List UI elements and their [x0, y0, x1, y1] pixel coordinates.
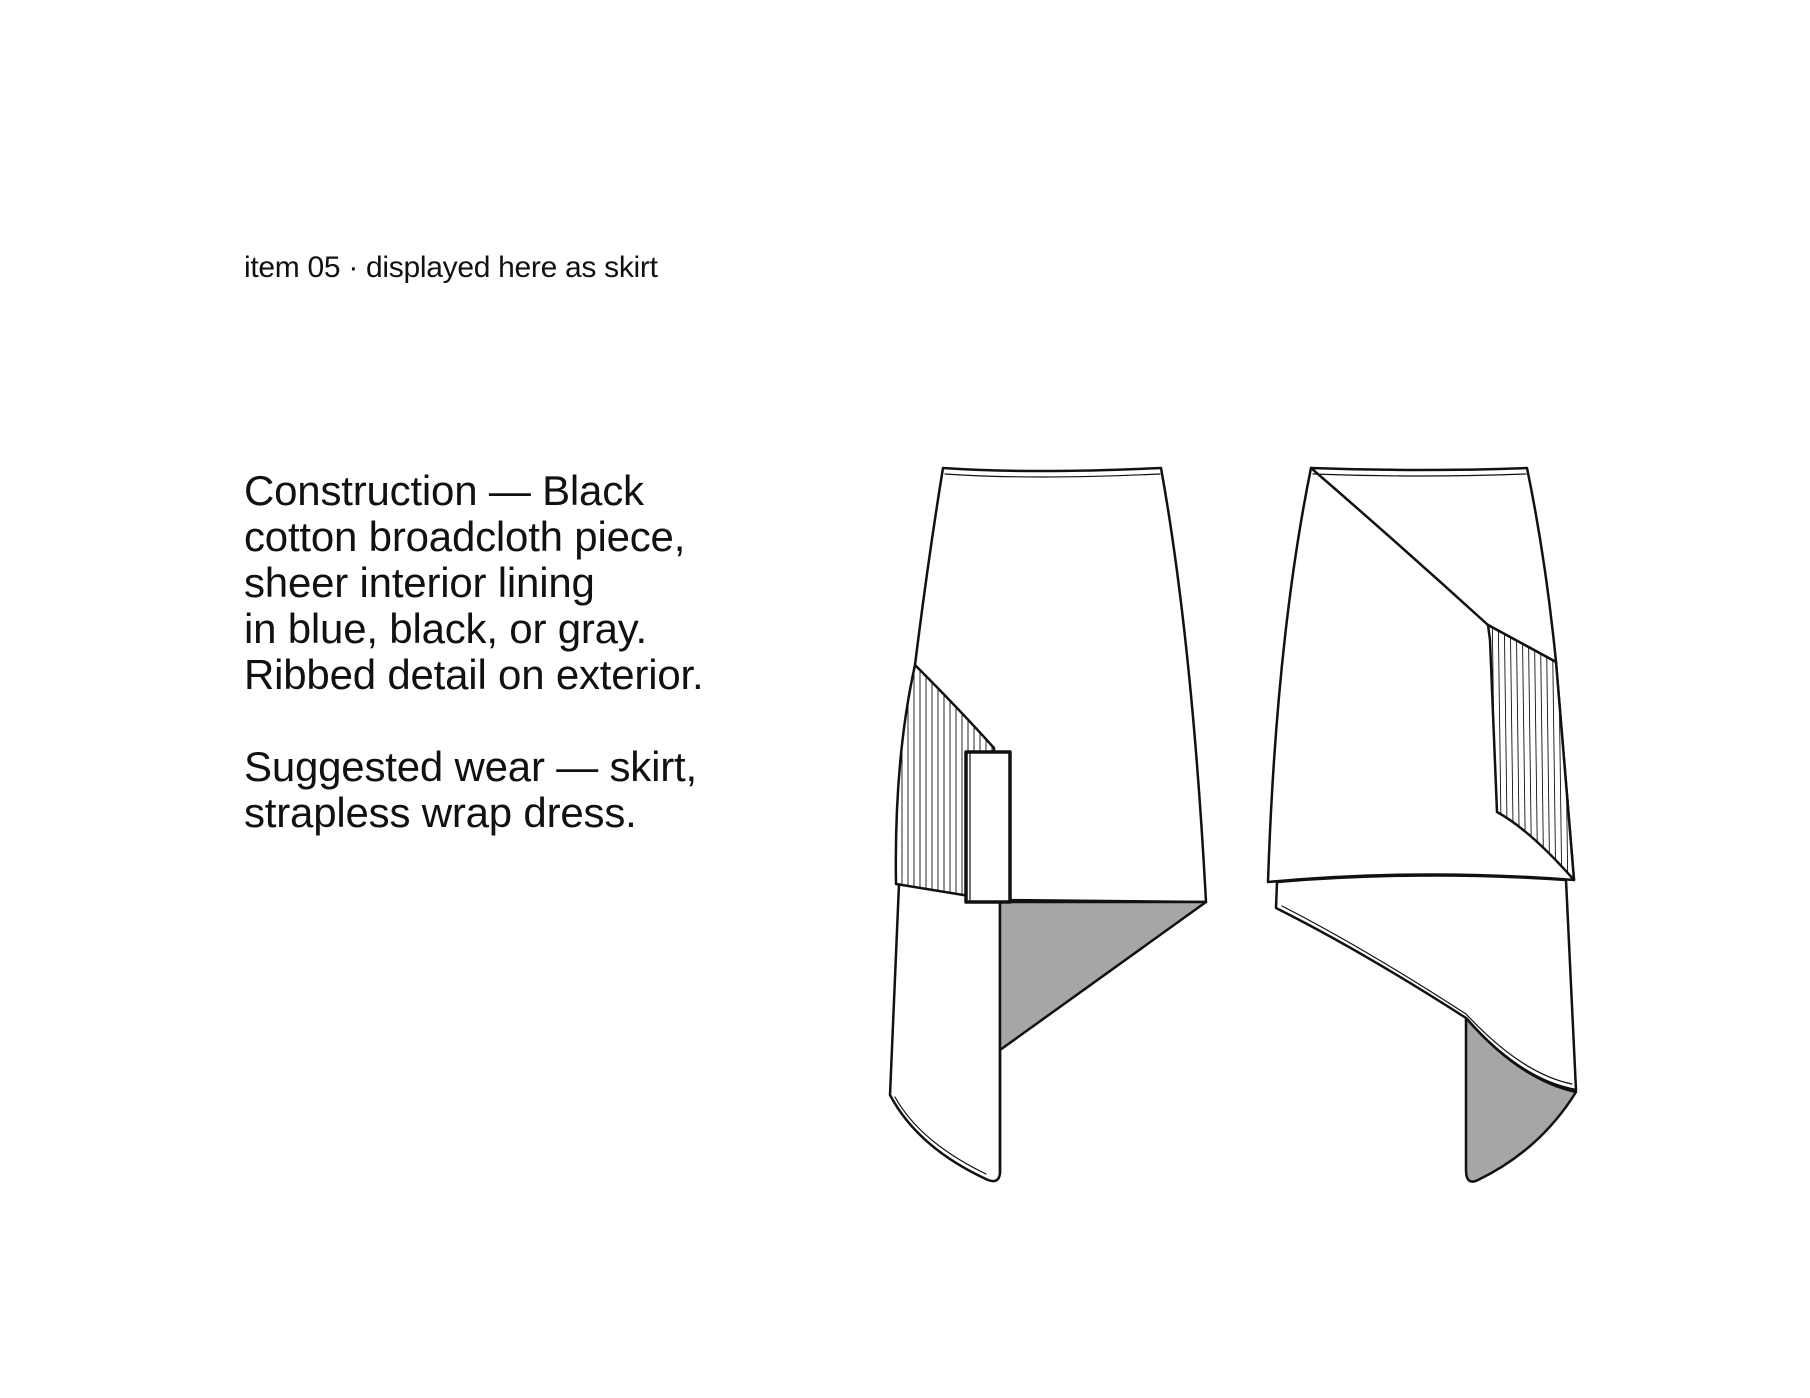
construction-line-2: cotton broadcloth piece,: [244, 513, 686, 560]
wear-line-1: Suggested wear — skirt,: [244, 743, 697, 790]
skirt-back-view: [1266, 466, 1578, 1183]
back-ribbed-detail: [1486, 623, 1576, 882]
item-caption: item 05 · displayed here as skirt: [244, 251, 658, 284]
back-lining: [1464, 1016, 1578, 1183]
front-tab: [964, 750, 1012, 904]
wear-line-2: strapless wrap dress.: [244, 789, 637, 836]
skirt-front-view: [888, 466, 1208, 1183]
front-lower-panel: [888, 882, 1002, 1183]
back-lower-panel: [1274, 874, 1578, 1092]
garment-description: Construction — Black cotton broadcloth p…: [244, 468, 804, 836]
construction-line-1: Construction — Black: [244, 467, 644, 514]
construction-line-3: sheer interior lining: [244, 559, 595, 606]
front-lining: [998, 900, 1208, 1052]
construction-line-4: in blue, black, or gray.: [244, 605, 647, 652]
construction-line-5: Ribbed detail on exterior.: [244, 651, 704, 698]
